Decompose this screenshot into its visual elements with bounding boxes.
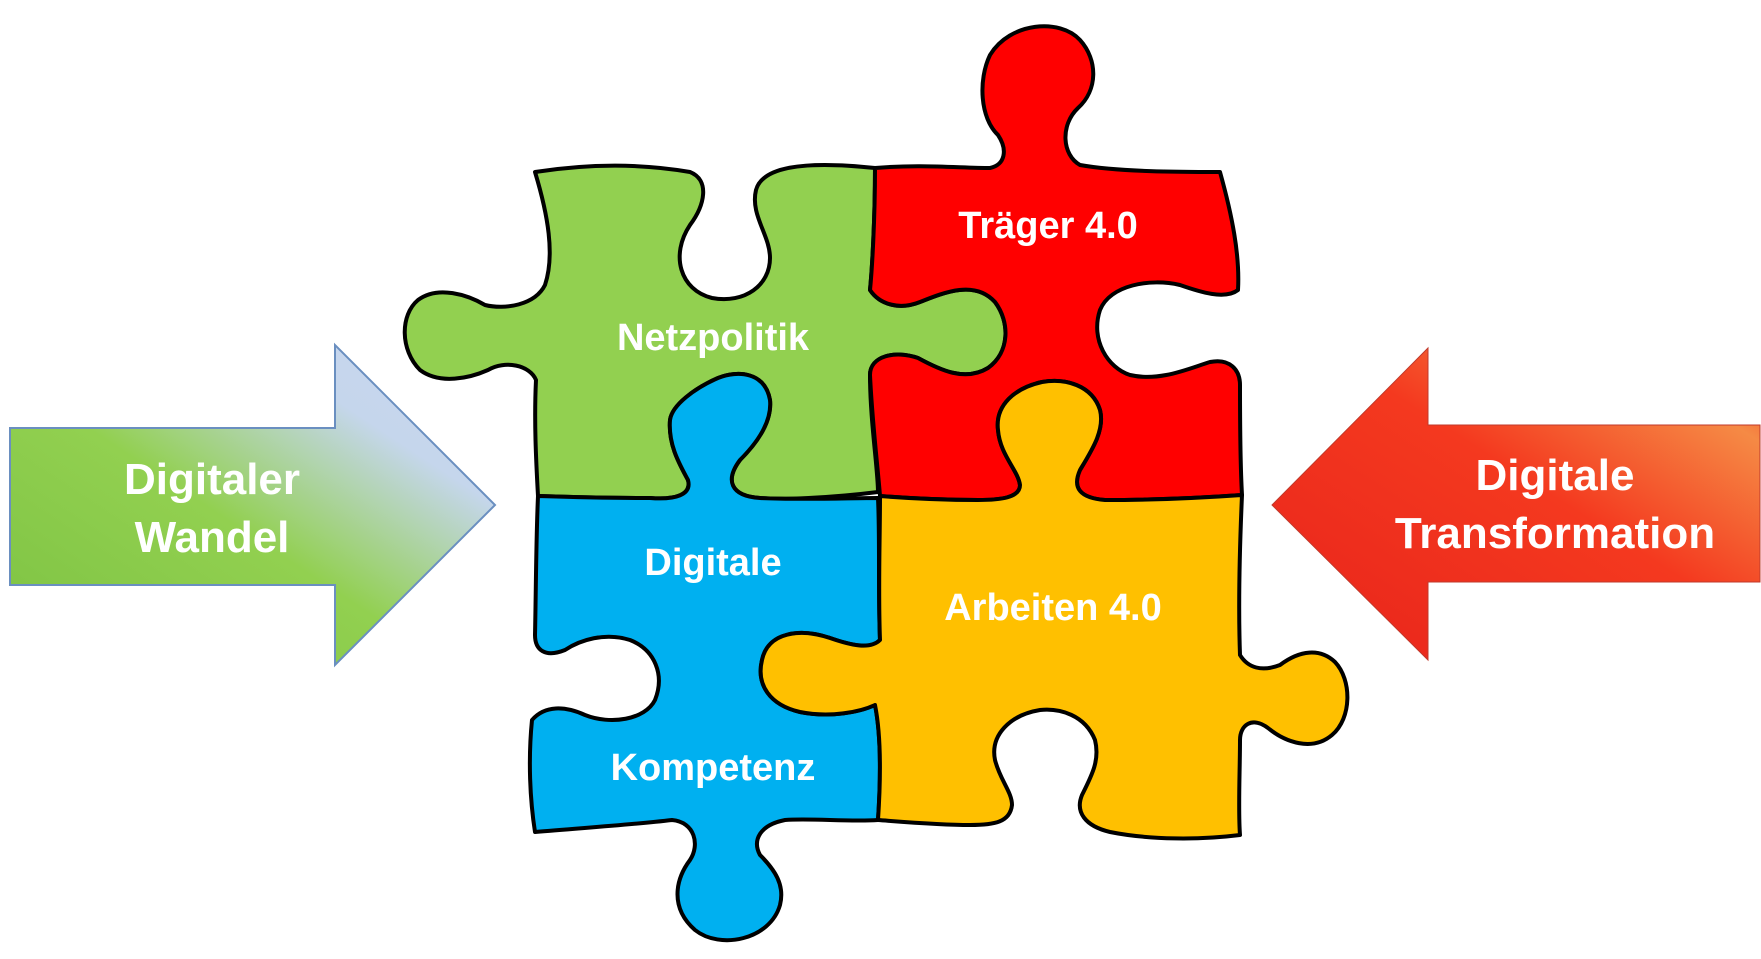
arrow-right-line1: Digitale xyxy=(1476,451,1635,500)
arbeiten-label: Arbeiten 4.0 xyxy=(944,587,1162,629)
digitaler-wandel-arrow: Digitaler Wandel xyxy=(9,342,497,668)
traeger-puzzle-piece: Träger 4.0 xyxy=(868,24,1244,502)
arbeiten-puzzle-piece: Arbeiten 4.0 xyxy=(758,379,1350,841)
traeger-label: Träger 4.0 xyxy=(958,205,1138,247)
arrow-right-line2: Transformation xyxy=(1395,509,1715,558)
netzpolitik-label: Netzpolitik xyxy=(617,317,810,359)
kompetenz-label: Kompetenz xyxy=(611,747,816,789)
digitale-label: Digitale xyxy=(644,542,781,584)
arrow-left-line1: Digitaler xyxy=(124,455,300,504)
digitale-transformation-arrow: Digitale Transformation xyxy=(1271,346,1761,662)
digitale-kompetenz-puzzle-piece: Digitale Kompetenz xyxy=(527,371,882,943)
arrow-left-line2: Wandel xyxy=(135,513,290,562)
